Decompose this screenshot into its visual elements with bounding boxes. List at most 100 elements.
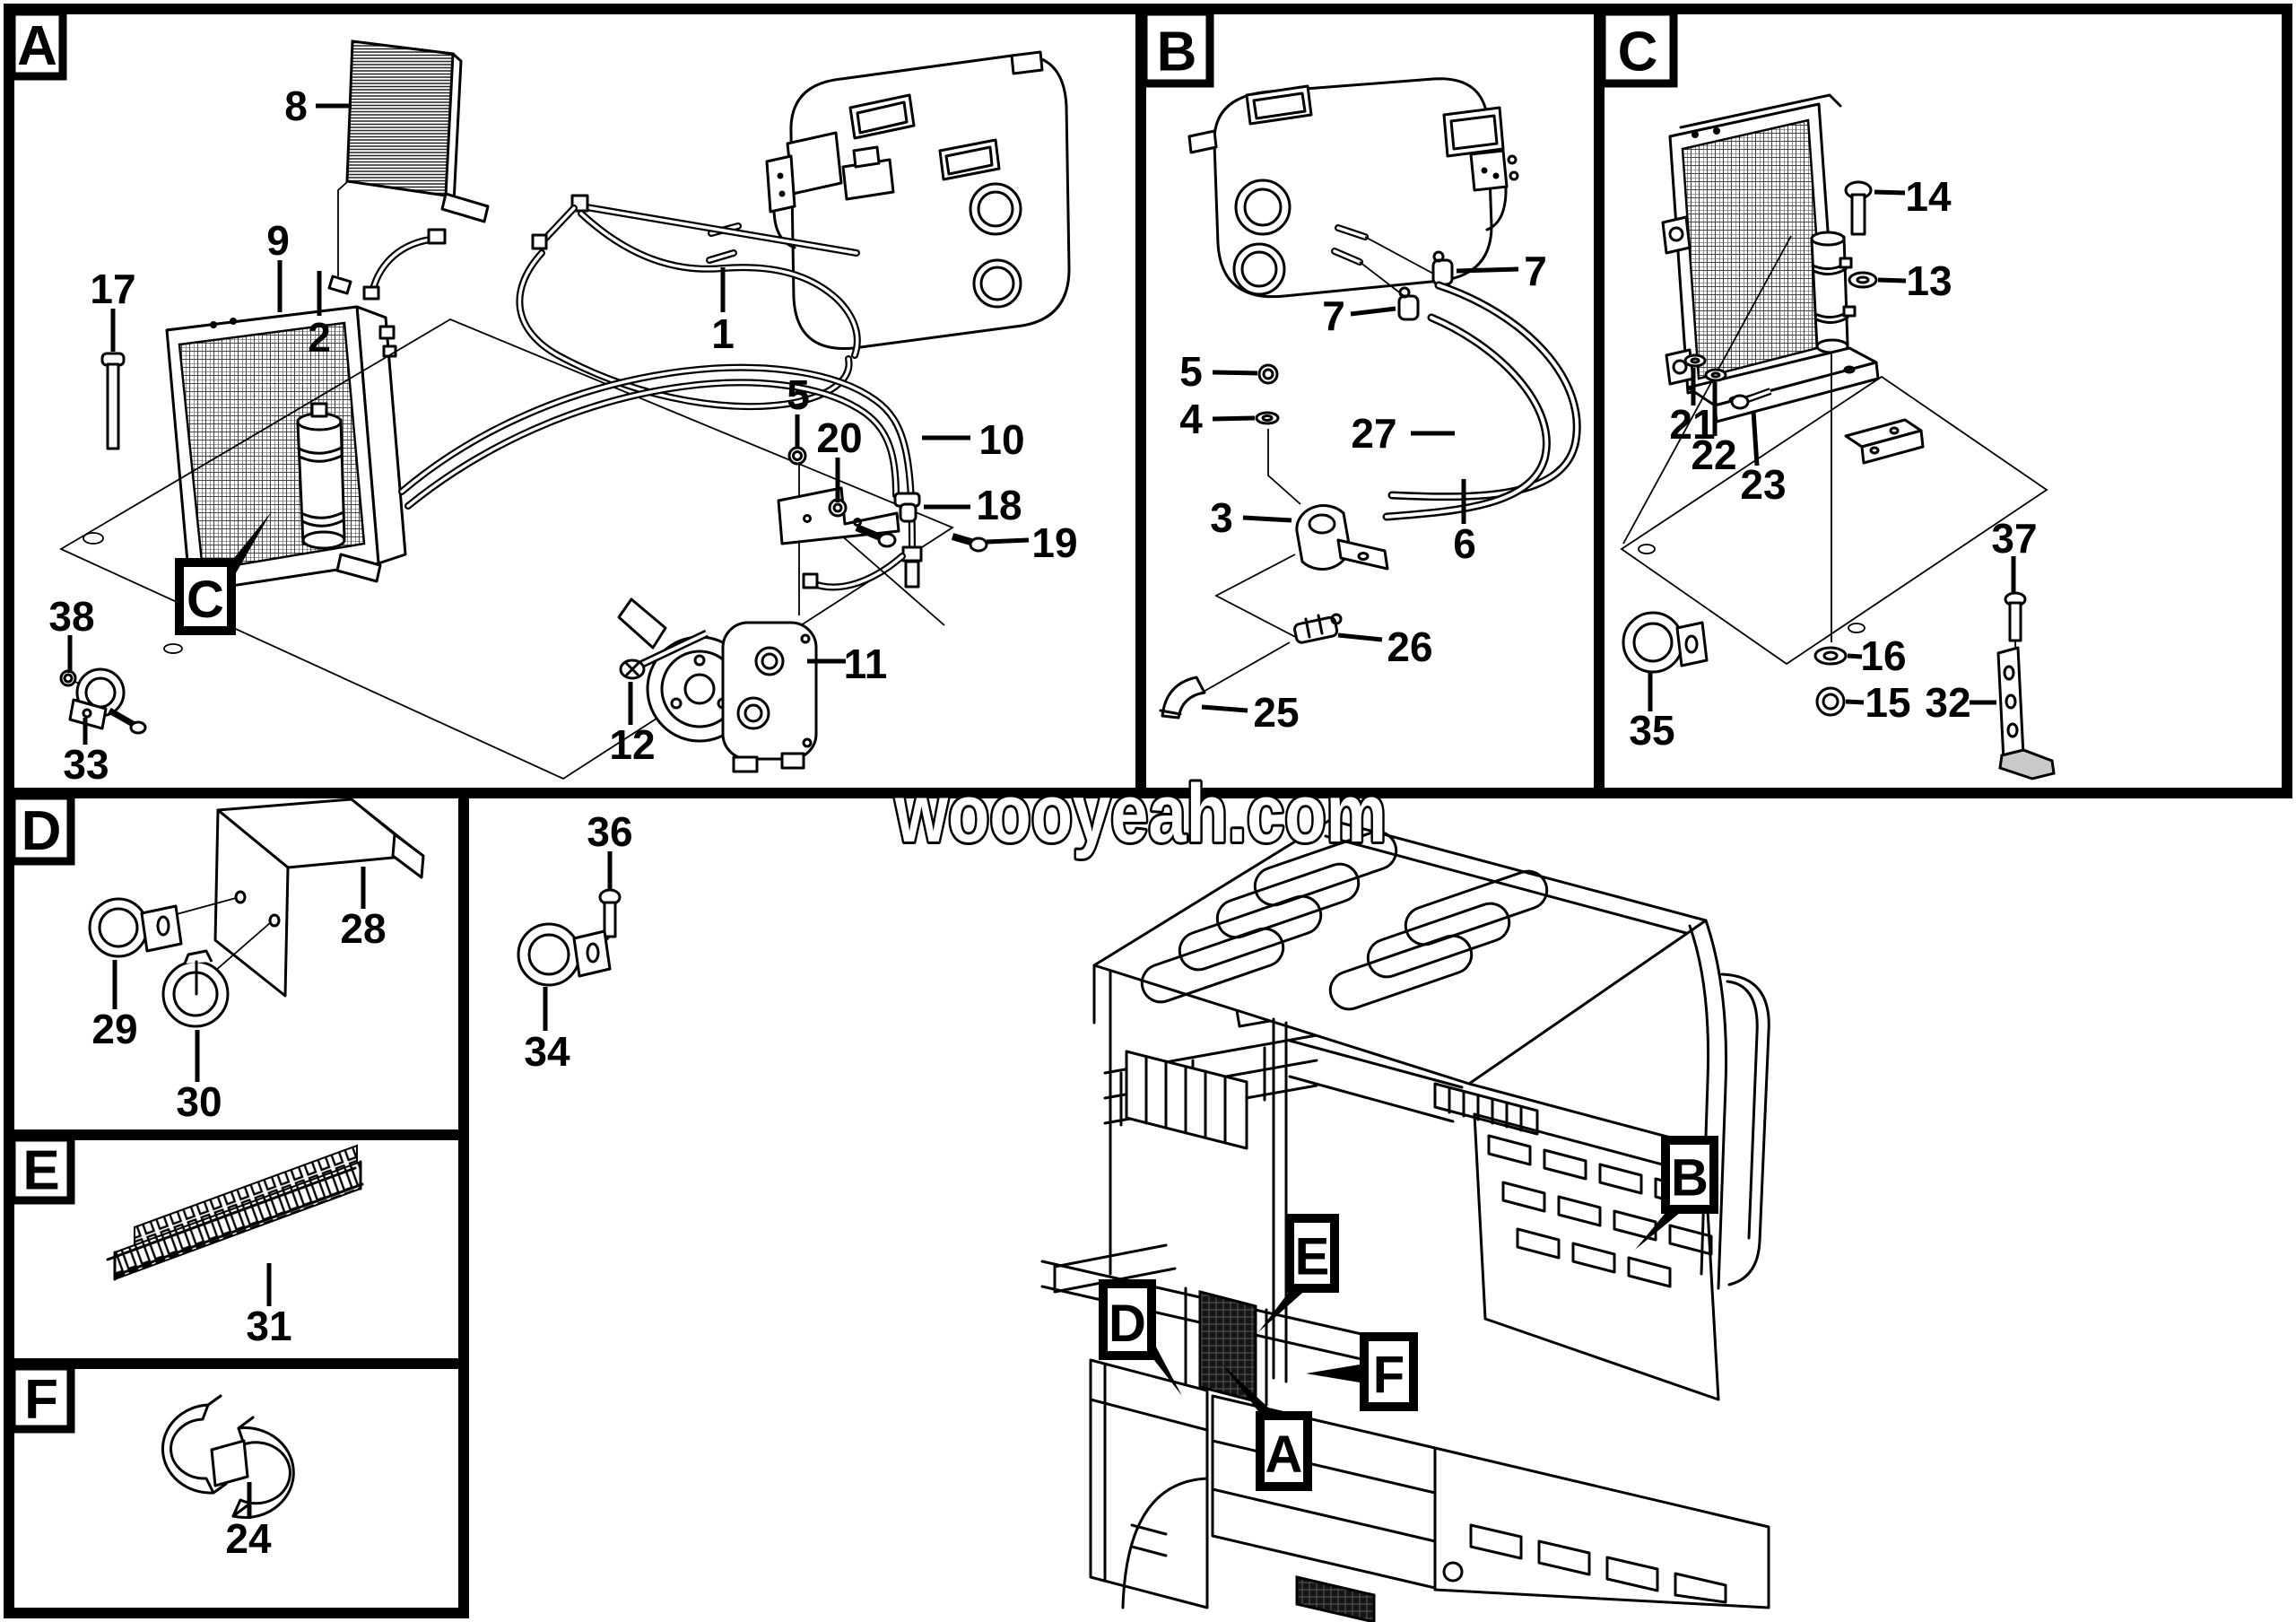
part-label-24: 24 bbox=[225, 1482, 272, 1562]
part-label-35: 35 bbox=[1629, 673, 1675, 754]
part-label-16: 16 bbox=[1847, 632, 1907, 679]
part-number: 27 bbox=[1351, 410, 1396, 457]
nut-washer bbox=[1255, 363, 1280, 425]
part-label-34: 34 bbox=[524, 987, 570, 1075]
part-number: 11 bbox=[844, 641, 888, 687]
part-number: 2 bbox=[308, 314, 331, 361]
part-label-1: 1 bbox=[711, 267, 735, 357]
part-label-30: 30 bbox=[176, 1030, 222, 1125]
clamp-34-art bbox=[517, 922, 612, 987]
callout-wedge bbox=[1151, 1337, 1182, 1396]
panel-C-label-box bbox=[1597, 7, 1678, 88]
bracket-20-art bbox=[777, 486, 900, 548]
truck-cab bbox=[1040, 818, 1770, 1622]
callout-letter: D bbox=[1109, 1295, 1146, 1353]
part-number: 15 bbox=[1865, 679, 1910, 726]
part-number: 6 bbox=[1453, 520, 1476, 567]
bolt-19-art bbox=[951, 533, 988, 553]
part-number: 3 bbox=[1210, 494, 1233, 541]
callout-D: D bbox=[1099, 1279, 1182, 1396]
nut-15-art bbox=[1815, 686, 1846, 717]
part-label-5: 5 bbox=[787, 371, 810, 449]
panel-E-border bbox=[4, 1129, 469, 1369]
watermark: woooyeah.com bbox=[891, 765, 1389, 862]
part-label-8: 8 bbox=[284, 83, 352, 129]
callout-letter: E bbox=[1295, 1227, 1330, 1286]
part-label-22: 22 bbox=[1691, 382, 1737, 478]
receiver-drier bbox=[1810, 231, 1857, 354]
part-number: 33 bbox=[63, 741, 109, 788]
part-label-27: 27 bbox=[1351, 410, 1455, 457]
part-number: 32 bbox=[1925, 679, 1970, 726]
leader-line bbox=[1212, 415, 1256, 422]
evaporator-unit bbox=[165, 305, 407, 610]
leader-line bbox=[1201, 704, 1248, 713]
part-number: 17 bbox=[90, 266, 135, 312]
part-label-38: 38 bbox=[48, 593, 95, 673]
part-number: 25 bbox=[1253, 689, 1299, 736]
part-label-10: 10 bbox=[922, 416, 1025, 463]
part-number: 21 bbox=[1669, 401, 1715, 448]
clamp-pair-24 bbox=[161, 1394, 295, 1520]
part-number: 13 bbox=[1906, 257, 1952, 304]
part-label-9: 9 bbox=[266, 217, 290, 312]
part-number: 8 bbox=[284, 83, 308, 129]
hvac-unit-rear bbox=[1187, 77, 1519, 304]
callout-F: F bbox=[1306, 1332, 1418, 1411]
bolt-17-art bbox=[100, 352, 126, 450]
clamp-18-art bbox=[893, 492, 921, 523]
part-label-31: 31 bbox=[246, 1263, 292, 1349]
callout-wedge bbox=[1258, 1287, 1309, 1332]
bolt-14-art bbox=[1844, 180, 1873, 236]
panel-E-label-box bbox=[7, 1133, 75, 1205]
part-label-32: 32 bbox=[1925, 679, 1996, 726]
callout-letter: B bbox=[1671, 1149, 1709, 1208]
panel-E-letter: E bbox=[22, 1139, 59, 1201]
mounting-plate bbox=[59, 318, 954, 780]
part-number: 18 bbox=[976, 482, 1022, 528]
hvac-unit bbox=[706, 50, 1071, 351]
leader-line bbox=[1874, 189, 1906, 196]
leader-line bbox=[1751, 410, 1760, 467]
condenser-assembly bbox=[1622, 93, 1880, 642]
part-label-17: 17 bbox=[90, 266, 136, 352]
part-number: 14 bbox=[1905, 173, 1952, 220]
callout-box bbox=[1099, 1279, 1156, 1360]
panel-B-letter: B bbox=[1157, 22, 1197, 83]
part-label-26: 26 bbox=[1337, 624, 1433, 670]
washer-16-art bbox=[1813, 646, 1848, 666]
part-label-20: 20 bbox=[816, 414, 863, 502]
part-number: 23 bbox=[1740, 461, 1786, 508]
panel-D-letter: D bbox=[22, 800, 62, 862]
part-number: 12 bbox=[609, 721, 655, 768]
part-number: 38 bbox=[48, 593, 94, 640]
part-number: 28 bbox=[340, 905, 386, 952]
part-label-3: 3 bbox=[1210, 494, 1292, 541]
part-label-7: 7 bbox=[1456, 248, 1547, 294]
leader-line bbox=[1456, 266, 1519, 274]
callout-B: B bbox=[1635, 1136, 1718, 1250]
heater-hoses bbox=[1382, 281, 1581, 521]
panel-C-border bbox=[1594, 4, 2292, 798]
panel-C: C bbox=[1594, 4, 2292, 798]
callout-C: C bbox=[175, 511, 272, 635]
panel-d-art bbox=[88, 798, 425, 1028]
part-number: 26 bbox=[1387, 624, 1432, 670]
panel-A-letter: A bbox=[17, 15, 57, 77]
panel-e-art bbox=[106, 1144, 364, 1281]
part-number: 1 bbox=[711, 310, 735, 357]
callout-wedge bbox=[1306, 1364, 1365, 1383]
panel-A-label-box bbox=[7, 7, 67, 81]
callout-E: E bbox=[1258, 1214, 1339, 1332]
mounting-plate-c bbox=[1620, 375, 2048, 666]
callout-wedge bbox=[1222, 1365, 1280, 1418]
panel-b-art bbox=[1159, 77, 1581, 719]
hose-clamps bbox=[1397, 250, 1454, 321]
angle-bracket-32 bbox=[1996, 646, 2056, 780]
front-grille-mesh bbox=[1198, 1290, 1257, 1403]
part-label-37: 37 bbox=[1991, 515, 2038, 592]
service-valve bbox=[1201, 613, 1343, 693]
panel-c-art bbox=[1620, 93, 2056, 780]
